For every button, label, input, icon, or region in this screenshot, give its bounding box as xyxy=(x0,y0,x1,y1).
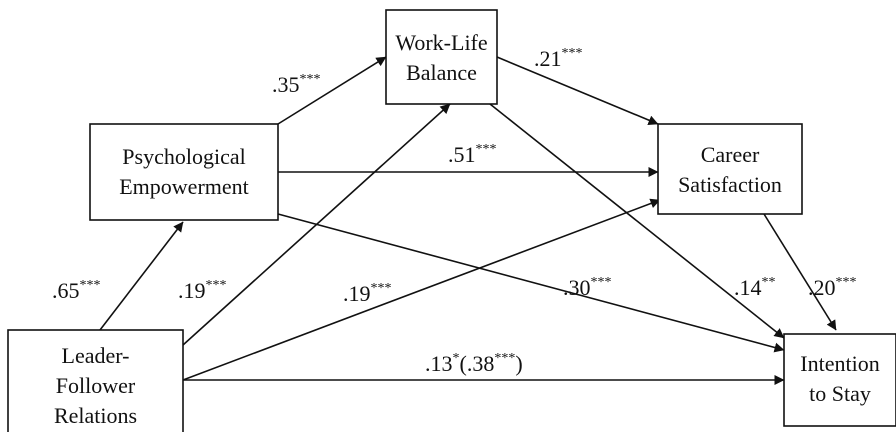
coef-lfr-cs: .19*** xyxy=(343,281,392,306)
coef-lfr-its: .13*(.38***) xyxy=(425,351,523,376)
arrow-lfr-to-pe xyxy=(99,221,184,331)
node-psychological-empowerment: Psychological Empowerment xyxy=(89,123,279,221)
node-label-line: Balance xyxy=(406,60,477,85)
node-label-line: Leader- xyxy=(62,343,130,368)
coef-pe-its: .30*** xyxy=(563,275,612,300)
node-leader-follower-relations: Leader- Follower Relations xyxy=(7,329,184,432)
node-label-line: Empowerment xyxy=(119,174,249,199)
node-intention-to-stay: Intention to Stay xyxy=(783,333,896,427)
arrow-lfr-to-cs xyxy=(182,198,661,381)
coef-lfr-pe: .65*** xyxy=(52,278,101,303)
path-coefficients: .35*** .21*** .51*** .65*** .19*** .19**… xyxy=(52,46,857,376)
arrow-pe-to-wlb xyxy=(277,56,387,125)
coef-lfr-wlb: .19*** xyxy=(178,278,227,303)
node-label-line: Satisfaction xyxy=(678,172,782,197)
arrow-cs-to-its xyxy=(763,213,837,331)
node-career-satisfaction: Career Satisfaction xyxy=(657,123,803,215)
coef-wlb-its: .14** xyxy=(734,275,776,300)
node-label-line: to Stay xyxy=(809,381,871,406)
path-arrows xyxy=(99,56,837,385)
arrow-wlb-to-its xyxy=(489,103,785,339)
node-label-line: Psychological xyxy=(122,144,245,169)
coef-wlb-cs: .21*** xyxy=(534,46,583,71)
coef-pe-wlb: .35*** xyxy=(272,72,321,97)
coef-pe-cs: .51*** xyxy=(448,142,497,167)
node-label-line: Relations xyxy=(54,403,137,428)
coef-cs-its: .20*** xyxy=(808,275,857,300)
arrow-wlb-to-cs xyxy=(496,56,659,125)
node-work-life-balance: Work-Life Balance xyxy=(385,9,498,105)
node-label-line: Follower xyxy=(56,373,136,398)
node-label-line: Work-Life xyxy=(395,30,487,55)
node-label-line: Career xyxy=(701,142,760,167)
node-label-line: Intention xyxy=(800,351,879,376)
arrow-pe-to-its xyxy=(277,213,785,353)
